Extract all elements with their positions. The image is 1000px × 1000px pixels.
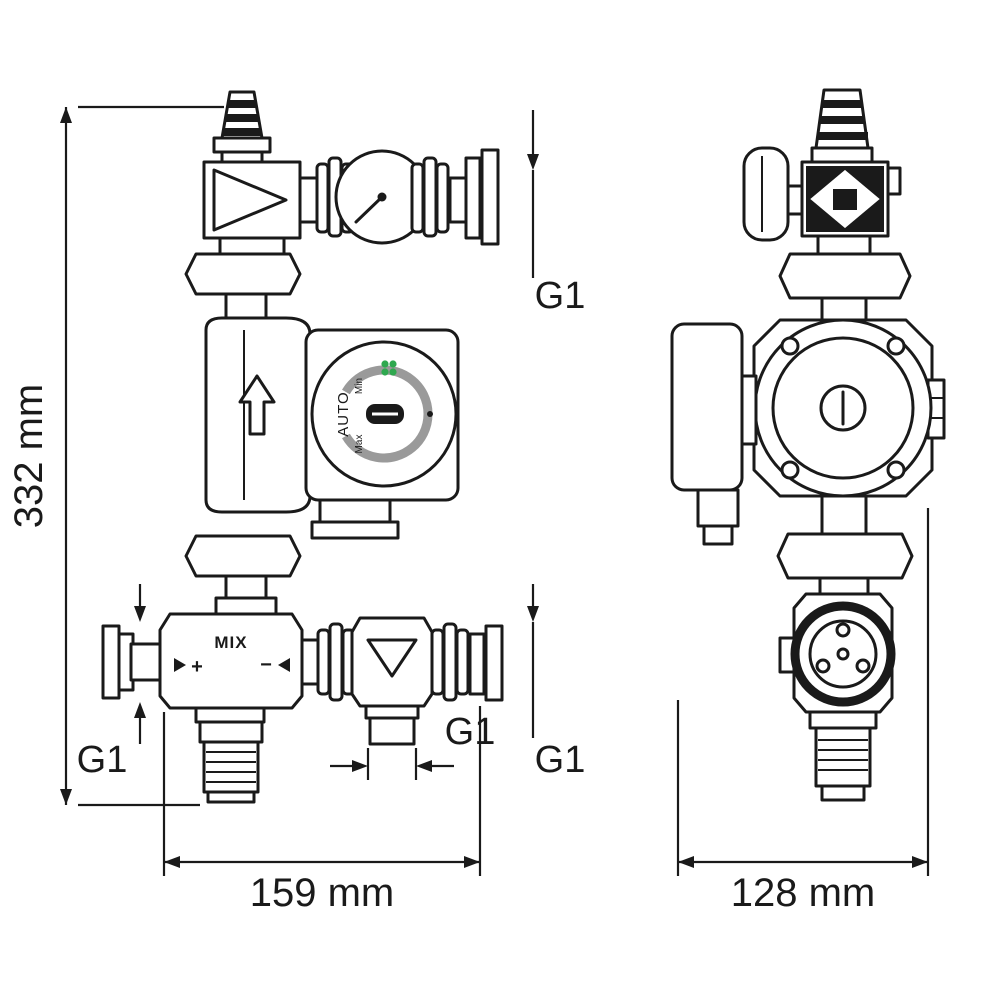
valve-symbol-triangle [212,168,288,232]
hot-arrow-icon [174,658,186,672]
bolt [780,336,800,356]
pipe-flange [464,156,482,240]
thermometer-needle [354,195,384,224]
safety-valve-side [742,88,912,324]
side-width-dimension-label: 128 mm [731,871,876,915]
thread-label: G1 [77,739,128,781]
bottom-outlet-pipe [814,726,872,788]
dial-min-label: Min [354,378,365,394]
pipe-flange [101,624,121,700]
pipe-flange [480,148,500,246]
bolt [886,336,906,356]
pipe-flange [484,624,504,702]
union-nut [778,252,912,300]
union-nut [184,252,302,296]
mix-valve-label: MIX [214,633,247,652]
center-outlet-pipe [368,716,416,746]
thread-label: G1 [535,739,586,781]
cold-indicator: − [260,654,272,676]
thread-label: G1 [535,275,586,317]
dim-side-width: 128 mm [676,508,930,915]
safety-valve-front [184,90,302,296]
mix-valve-body [158,612,304,710]
dial-max-label: Max [354,435,365,454]
cable-gland [696,488,740,528]
dim-overall-height: 332 mm [7,105,224,807]
bolt [886,460,906,480]
g1-bottom-center: G1 [330,711,495,780]
union-nut [776,532,914,580]
bolt [780,460,800,480]
dial-auto-label: AUTO [335,391,352,436]
clover-icon [381,360,397,376]
front-width-dimension-label: 159 mm [250,871,395,915]
height-dimension-label: 332 mm [7,384,51,529]
dim-front-width: 159 mm [162,706,482,915]
front-view: AUTO Min Max MIX + − [7,90,585,915]
cold-arrow-icon [278,658,290,672]
control-box-side [670,322,744,492]
g1-top-right: G1 [527,110,585,317]
hot-indicator: + [191,656,203,678]
flow-arrow-up [238,374,276,436]
valve-symbol-triangle-down [366,638,418,678]
side-view: 128 mm [670,88,946,915]
g1-bottom-left: G1 [77,584,146,781]
mixing-valve-assembly: MIX + − [101,596,504,804]
g1-bottom-right: G1 [527,584,585,781]
ball-valve-side [778,576,896,802]
union-nut [184,534,302,578]
pipe-flange [468,632,486,696]
circulation-pump-front: AUTO Min Max [184,292,460,604]
thread-label: G1 [445,711,496,753]
bottom-outlet-pipe [198,720,264,744]
circulation-pump-side [670,318,946,580]
valve-handwheel [742,146,790,242]
thermometer-ball-valve [298,148,500,246]
pump-foot [318,498,392,524]
